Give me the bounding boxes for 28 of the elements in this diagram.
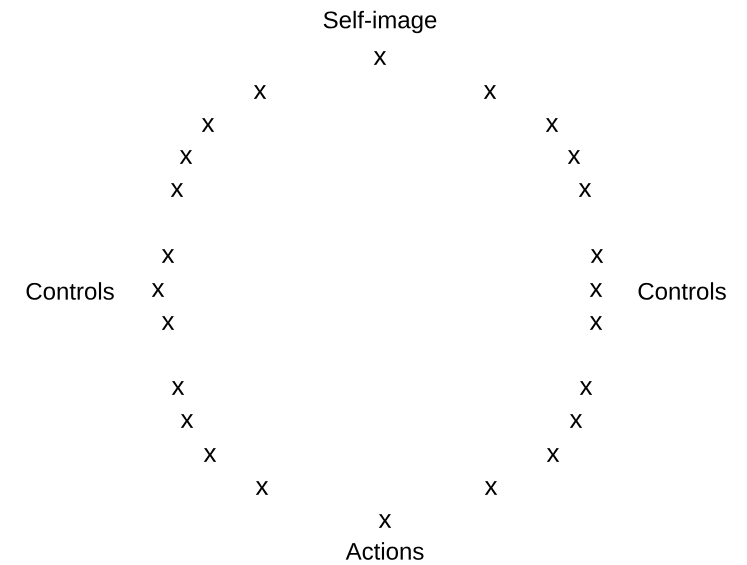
- x-mark: x: [484, 85, 496, 99]
- x-mark: x: [578, 183, 592, 197]
- x-mark: x: [546, 118, 558, 132]
- word-label: Self-image: [324, 10, 436, 34]
- x-mark: x: [484, 481, 498, 495]
- x-mark: x: [590, 249, 604, 263]
- x-mark: x: [374, 51, 386, 65]
- x-mark: x: [170, 183, 184, 197]
- x-mark: x: [180, 414, 194, 428]
- x-mark: x: [256, 481, 268, 495]
- x-mark: x: [570, 414, 582, 428]
- x-mark: x: [254, 85, 266, 99]
- x-mark: x: [378, 514, 392, 528]
- x-mark: x: [202, 118, 214, 132]
- x-mark: x: [162, 249, 174, 263]
- x-mark: x: [580, 381, 592, 395]
- x-mark: x: [152, 283, 164, 297]
- x-mark: x: [180, 150, 192, 164]
- x-mark: x: [162, 316, 174, 330]
- x-mark: x: [172, 381, 184, 395]
- word-label: Controls: [638, 282, 726, 300]
- x-mark: x: [546, 448, 560, 462]
- x-mark: x: [204, 448, 216, 462]
- x-mark: x: [568, 150, 580, 164]
- word-label: Actions: [346, 542, 424, 560]
- x-mark: x: [590, 316, 602, 330]
- x-mark: x: [590, 283, 602, 297]
- word-label: Controls: [26, 282, 114, 300]
